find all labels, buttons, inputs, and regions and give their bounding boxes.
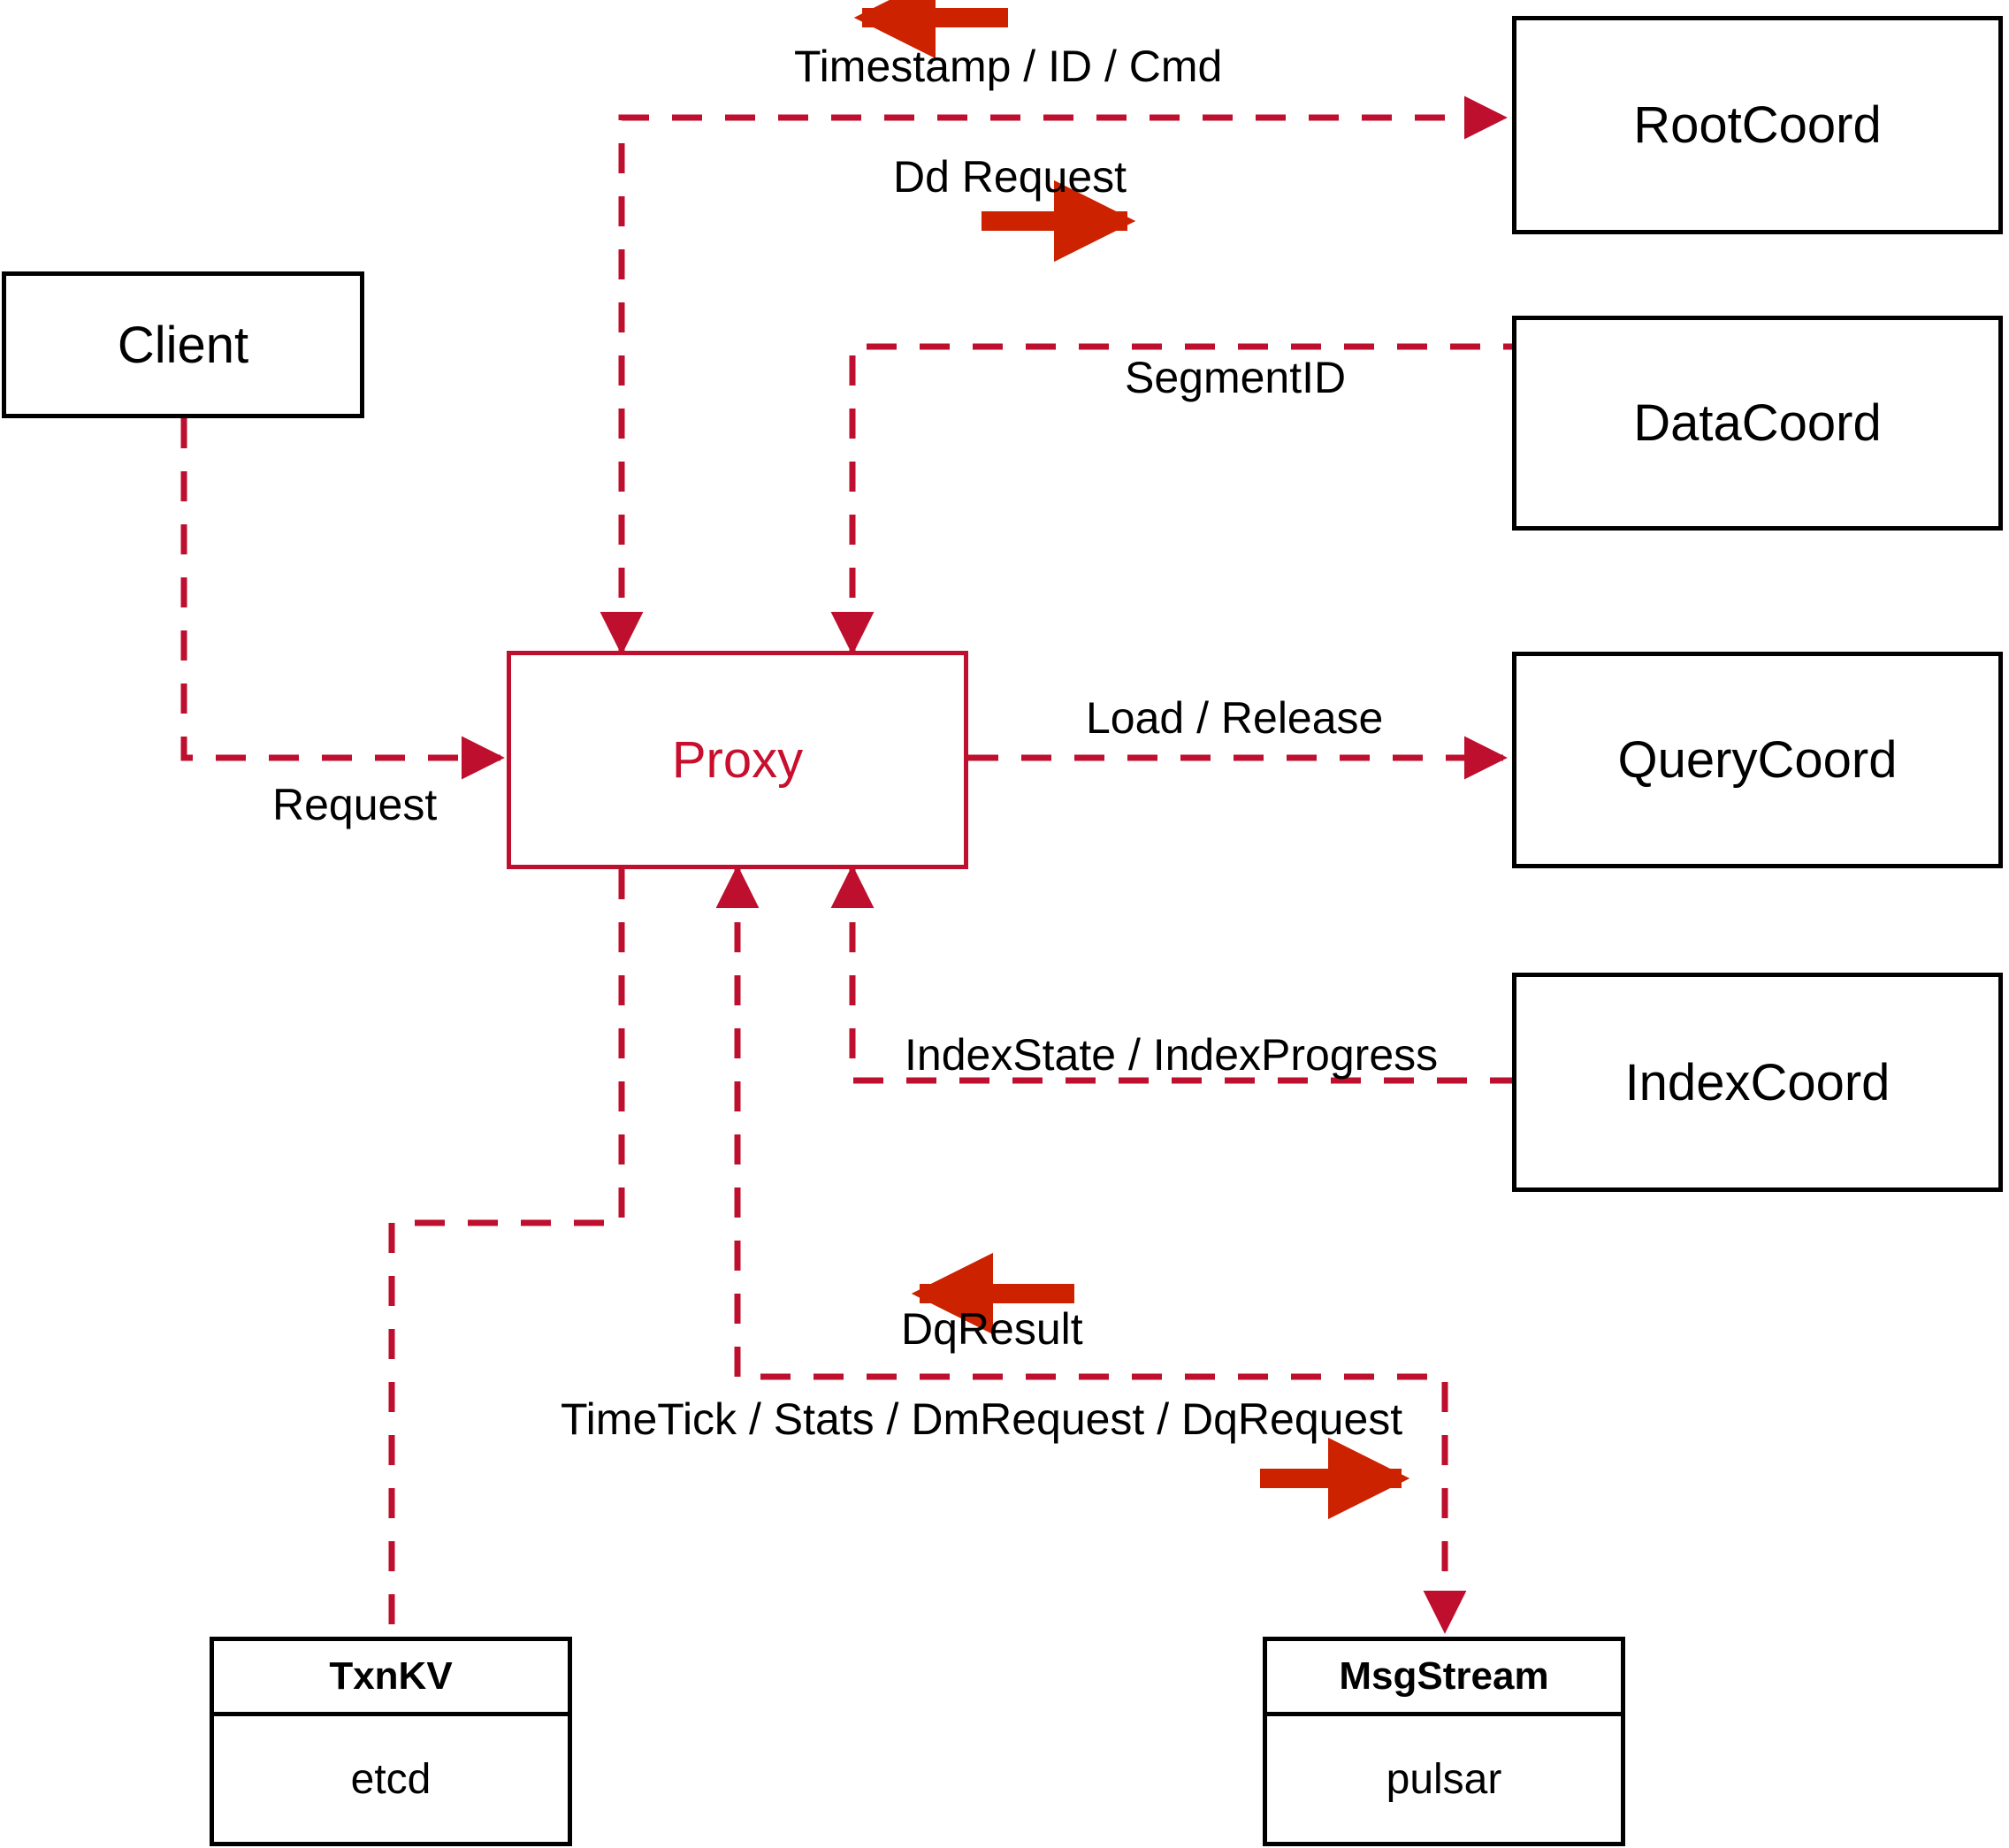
node-txnkv[interactable]: TxnKV etcd (210, 1637, 572, 1846)
node-proxy-label: Proxy (671, 731, 804, 789)
edge-label-load-release: Load / Release (1086, 693, 1384, 743)
node-proxy[interactable]: Proxy (507, 651, 968, 869)
node-txnkv-header: TxnKV (214, 1641, 568, 1716)
node-txnkv-title: TxnKV (329, 1654, 453, 1698)
node-msgstream-impl: pulsar (1386, 1755, 1502, 1803)
edge-label-index-state-progress: IndexState / IndexProgress (905, 1030, 1439, 1080)
node-msgstream-header: MsgStream (1267, 1641, 1621, 1716)
edge-datacoord-proxy (830, 343, 1512, 655)
node-msgstream-title: MsgStream (1339, 1654, 1549, 1698)
node-indexcoord-label: IndexCoord (1624, 1053, 1891, 1111)
node-msgstream[interactable]: MsgStream pulsar (1263, 1637, 1625, 1846)
edge-proxy-msgstream (715, 865, 1467, 1634)
node-msgstream-body: pulsar (1267, 1716, 1621, 1842)
node-txnkv-body: etcd (214, 1716, 568, 1842)
node-datacoord[interactable]: DataCoord (1512, 316, 2003, 531)
node-txnkv-impl: etcd (350, 1755, 432, 1803)
edge-label-dd-request: Dd Request (893, 152, 1127, 202)
node-client-label: Client (117, 316, 249, 374)
edge-label-timestamp-id-cmd: Timestamp / ID / Cmd (794, 42, 1223, 91)
edge-label-request: Request (272, 780, 438, 829)
node-querycoord-label: QueryCoord (1617, 731, 1898, 789)
node-querycoord[interactable]: QueryCoord (1512, 652, 2003, 868)
edge-client-proxy (180, 418, 505, 780)
edge-label-dq-result: DqResult (901, 1304, 1083, 1354)
edge-label-timetick-stats: TimeTick / Stats / DmRequest / DqRequest (561, 1394, 1403, 1444)
node-client[interactable]: Client (2, 271, 364, 418)
node-rootcoord[interactable]: RootCoord (1512, 16, 2003, 234)
edge-label-segment-id: SegmentID (1125, 353, 1347, 402)
node-rootcoord-label: RootCoord (1633, 96, 1882, 154)
edge-proxy-txnkv (388, 869, 625, 1637)
node-datacoord-label: DataCoord (1633, 394, 1882, 452)
edge-proxy-rootcoord (600, 95, 1508, 655)
node-indexcoord[interactable]: IndexCoord (1512, 973, 2003, 1192)
